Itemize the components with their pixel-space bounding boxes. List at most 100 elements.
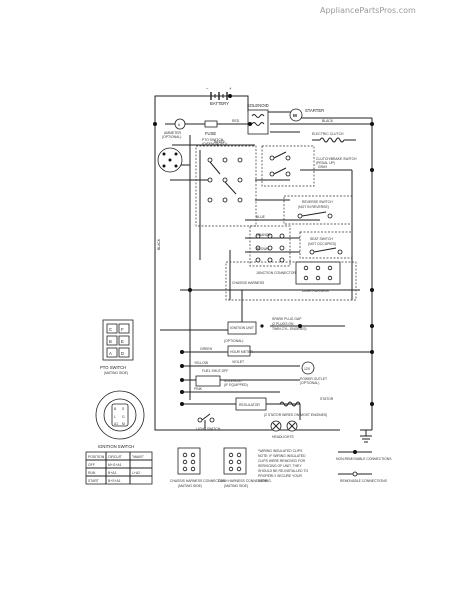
wiring-clips-note: *WIRING INSULATED CLIPS NOTE: IF WIRING … xyxy=(258,449,308,483)
svg-text:+: + xyxy=(229,86,232,91)
svg-text:(NOT IN REVERSE): (NOT IN REVERSE) xyxy=(298,205,329,209)
chassis-harness: CHASSIS HARNESS xyxy=(225,261,357,301)
battery-label: BATTERY xyxy=(210,101,229,106)
svg-text:B+A1: B+A1 xyxy=(108,471,117,475)
svg-text:B: B xyxy=(109,339,112,344)
svg-text:YELLOW: YELLOW xyxy=(194,361,209,365)
svg-text:(NOT OCCUPIED): (NOT OCCUPIED) xyxy=(308,242,336,246)
svg-text:M: M xyxy=(293,113,297,118)
svg-text:WHITE: WHITE xyxy=(214,140,226,144)
spark-plug-label: SPARK PLUG GAP xyxy=(272,317,302,321)
battery: − + BATTERY xyxy=(205,86,232,106)
svg-text:(OPTIONAL): (OPTIONAL) xyxy=(224,339,243,343)
ignition-table: POSITION CIRCUIT "MAKE" OFF M+G+A1 RUN B… xyxy=(85,451,153,485)
chassis-connector-pinout: CHASSIS HARNESS CONNECTOR (MATING SIDE) xyxy=(170,447,226,488)
ignition-switch-face: B S L G A1 M IGNITION SWITCH xyxy=(95,390,145,449)
hour-meter-label: HOUR METER xyxy=(230,350,253,354)
svg-text:(PEDAL UP): (PEDAL UP) xyxy=(316,161,335,165)
clutch-brake-switch: CLUTCH/BRAKE SWITCH (PEDAL UP) xyxy=(261,145,357,187)
engine-note: (2 STATOR WIRES ON MOST ENGINES) xyxy=(264,413,327,417)
svg-text:BLACK: BLACK xyxy=(322,119,334,123)
regulator: REGULATOR xyxy=(235,397,267,411)
pto-switch-pinout: C F B E A D PTO SWITCH (MATING SIDE) xyxy=(100,319,134,375)
svg-text:START: START xyxy=(88,479,99,483)
svg-text:B: B xyxy=(114,407,117,411)
svg-text:(MATING SIDE): (MATING SIDE) xyxy=(178,484,202,488)
fuse-label: FUSE xyxy=(205,131,216,136)
svg-text:BLUE: BLUE xyxy=(256,215,266,219)
dash-harness-connector-box: DASH HARNESS xyxy=(295,261,341,293)
svg-text:A: A xyxy=(109,351,112,356)
svg-text:(MATING SIDE): (MATING SIDE) xyxy=(104,371,128,375)
svg-text:*WIRING INSULATED CLIPS: *WIRING INSULATED CLIPS xyxy=(258,449,303,453)
ammeter: A AMMETER (OPTIONAL) xyxy=(162,118,186,139)
seat-switch-label: SEAT SWITCH xyxy=(310,237,333,241)
svg-text:SOLENOID: SOLENOID xyxy=(224,379,242,383)
svg-text:(OPTIONAL): (OPTIONAL) xyxy=(162,135,181,139)
hour-meter: HOUR METER (OPTIONAL) xyxy=(224,339,253,357)
power-outlet: 12V POWER OUTLET (OPTIONAL) xyxy=(300,361,327,385)
svg-text:CIRCUIT: CIRCUIT xyxy=(108,455,122,459)
svg-text:D: D xyxy=(121,351,124,356)
electric-clutch-label: ELECTRIC CLUTCH xyxy=(312,132,344,136)
svg-text:12V: 12V xyxy=(304,367,311,371)
svg-text:(2 PLUGS ON: (2 PLUGS ON xyxy=(272,322,294,326)
ground-symbol xyxy=(360,429,372,443)
dash-connector-label: DASH HARNESS CONNECTOR xyxy=(218,479,268,483)
fuel-shutoff-label: FUEL SHUT-OFF xyxy=(202,369,228,373)
stator-label: STATOR xyxy=(320,397,334,401)
clutch-brake-label: CLUTCH/BRAKE SWITCH xyxy=(316,157,357,161)
ignition-unit: IGNITION UNIT SPARK PLUG GAP (2 PLUGS ON… xyxy=(227,317,306,335)
svg-text:SHOULD BE RE-INSTALLED TO: SHOULD BE RE-INSTALLED TO xyxy=(258,469,308,473)
pto-switch-label: PTO SWITCH xyxy=(202,138,224,142)
svg-text:E: E xyxy=(121,339,124,344)
ignition-switch-terminals xyxy=(157,147,183,173)
svg-text:OFF: OFF xyxy=(88,463,95,467)
dash-harness-label: DASH HARNESS xyxy=(302,289,329,293)
svg-text:M+G+A1: M+G+A1 xyxy=(108,463,122,467)
fuel-shutoff-solenoid: FUEL SHUT-OFF SOLENOID (IF EQUIPPED) xyxy=(195,369,248,387)
light-switch: LIGHT SWITCH xyxy=(196,413,221,431)
svg-text:RUN: RUN xyxy=(88,471,96,475)
svg-text:S: S xyxy=(122,407,125,411)
svg-text:C: C xyxy=(109,327,112,332)
electric-clutch: ELECTRIC CLUTCH xyxy=(312,132,356,143)
svg-text:A1: A1 xyxy=(114,422,118,426)
svg-text:PROPERLY SECURE YOUR: PROPERLY SECURE YOUR xyxy=(258,474,302,478)
junction-connector-label: JUNCTION CONNECTOR xyxy=(256,271,296,275)
svg-text:VIOLET: VIOLET xyxy=(232,360,244,364)
svg-text:L: L xyxy=(114,415,116,419)
svg-text:B+S+A1: B+S+A1 xyxy=(108,479,121,483)
light-switch-label: LIGHT SWITCH xyxy=(196,427,221,431)
ammeter-label: AMMETER xyxy=(164,131,182,135)
junction-connector: JUNCTION CONNECTOR xyxy=(249,225,296,275)
svg-text:G: G xyxy=(122,415,125,419)
svg-text:CLIPS WERE REMOVED FOR: CLIPS WERE REMOVED FOR xyxy=(258,459,306,463)
legend-removable: REMOVABLE CONNECTIONS xyxy=(340,479,388,483)
chassis-connector-label: CHASSIS HARNESS CONNECTOR xyxy=(170,479,226,483)
ignition-switch-label: IGNITION SWITCH xyxy=(98,444,134,449)
svg-text:PINK: PINK xyxy=(194,387,203,391)
legend-non-removable: NON-REMOVABLE CONNECTIONS xyxy=(336,457,392,461)
pto-pinout-label: PTO SWITCH xyxy=(100,365,126,370)
svg-text:TWIN CYL. ENGINES): TWIN CYL. ENGINES) xyxy=(272,327,306,331)
svg-text:BROWN: BROWN xyxy=(256,247,270,251)
junction-dots xyxy=(153,94,374,406)
solenoid: SOLENOID xyxy=(247,103,269,135)
power-outlet-label: POWER OUTLET xyxy=(300,377,327,381)
svg-text:ORANGE: ORANGE xyxy=(256,233,271,237)
svg-text:BLACK: BLACK xyxy=(157,238,161,250)
fuse: FUSE xyxy=(204,120,218,136)
wire-color-labels: RED BLACK WHITE GRAY BLUE ORANGE BROWN G… xyxy=(157,119,334,391)
starter: M STARTER xyxy=(289,108,324,122)
svg-text:M: M xyxy=(122,422,125,426)
legend: NON-REMOVABLE CONNECTIONS REMOVABLE CONN… xyxy=(336,450,392,483)
svg-text:A: A xyxy=(178,123,181,127)
headlights: HEADLIGHTS xyxy=(270,420,298,439)
svg-text:(OPTIONAL): (OPTIONAL) xyxy=(300,381,319,385)
stator: STATOR (2 STATOR WIRES ON MOST ENGINES) xyxy=(264,397,334,417)
svg-text:GREEN: GREEN xyxy=(200,347,213,351)
svg-text:RED: RED xyxy=(232,119,240,123)
svg-text:F: F xyxy=(121,327,124,332)
